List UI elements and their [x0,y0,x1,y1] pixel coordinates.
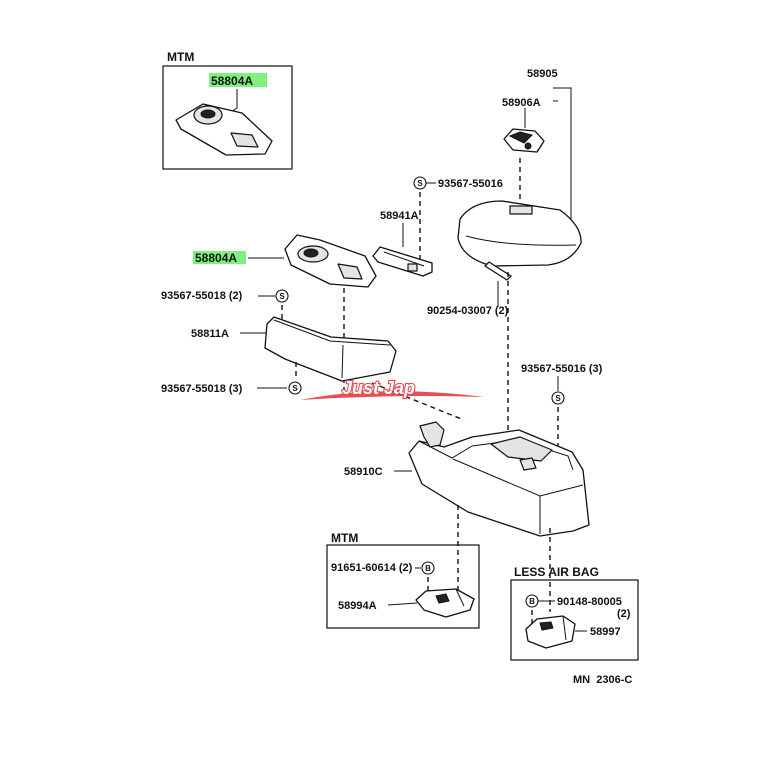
svg-text:B: B [425,564,431,573]
leader-58994A [387,602,418,606]
mtm-bottom-box [326,544,480,629]
part-93567-55016-label[interactable]: 93567-55016 [438,178,503,190]
less-air-bag-box-title: LESS AIR BAG [514,565,599,579]
part-58804A-box-highlight [209,73,267,87]
shift-bezel-part[interactable] [284,234,377,288]
diagram-reference: MN 2306-C [573,674,632,686]
svg-text:B: B [529,597,535,606]
svg-text:S: S [555,394,561,403]
bolt-symbol-1: B [421,561,435,575]
console-bracket-part[interactable] [372,246,433,277]
svg-text:Just Jap: Just Jap [342,378,415,398]
part-58906A-label[interactable]: 58906A [502,97,541,109]
mtm-top-box-title: MTM [167,50,194,64]
part-93567-55018-3-label[interactable]: 93567-55018 (3) [161,383,243,395]
part-58804A-label[interactable]: 58804A [195,251,237,265]
svg-text:S: S [292,384,298,393]
mtm-bottom-box-title: MTM [331,531,358,545]
mtm-top-box [162,65,293,170]
guide-side-panel [371,382,465,421]
part-90254-03007-label[interactable]: 90254-03007 (2) [427,305,509,317]
svg-text:S: S [417,179,423,188]
part-91651-60614-label[interactable]: 91651-60614 (2) [331,562,413,574]
less-air-bag-box [510,579,639,661]
part-58804A-highlight [193,251,246,264]
part-58941A-label[interactable]: 58941A [380,210,419,222]
shift-bezel-mtm-part[interactable] [175,103,273,156]
svg-text:S: S [279,292,285,301]
part-93567-55018-2-label[interactable]: 93567-55018 (2) [161,290,243,302]
part-93567-55016-3-label[interactable]: 93567-55016 (3) [521,363,603,375]
screw-symbol-4: S [551,391,565,405]
screw-symbol-3: S [288,381,302,395]
lid-latch-part[interactable] [503,128,545,153]
mtm-bracket-part[interactable] [415,588,475,618]
leader-58905 [553,87,572,229]
part-58905-label[interactable]: 58905 [527,68,558,80]
part-58997-label[interactable]: 58997 [590,626,621,638]
screw-symbol-2: S [275,289,289,303]
screw-symbol-1: S [413,176,427,190]
part-90148-80005-label[interactable]: 90148-80005 [557,596,622,608]
part-58804A-box-label[interactable]: 58804A [211,74,253,88]
part-58994A-label[interactable]: 58994A [338,600,377,612]
part-58910C-label[interactable]: 58910C [344,466,383,478]
console-body-part[interactable] [408,421,590,537]
console-side-panel-part[interactable] [264,316,397,382]
console-lid-part[interactable] [457,200,582,267]
bolt-symbol-2: B [525,594,539,608]
part-58811A-label[interactable]: 58811A [191,328,229,340]
airbag-bracket-part[interactable] [525,615,576,649]
hinge-pin-part[interactable] [484,261,512,281]
part-90148-80005-qty: (2) [617,608,631,620]
watermark-logo: Just Jap [300,377,484,400]
